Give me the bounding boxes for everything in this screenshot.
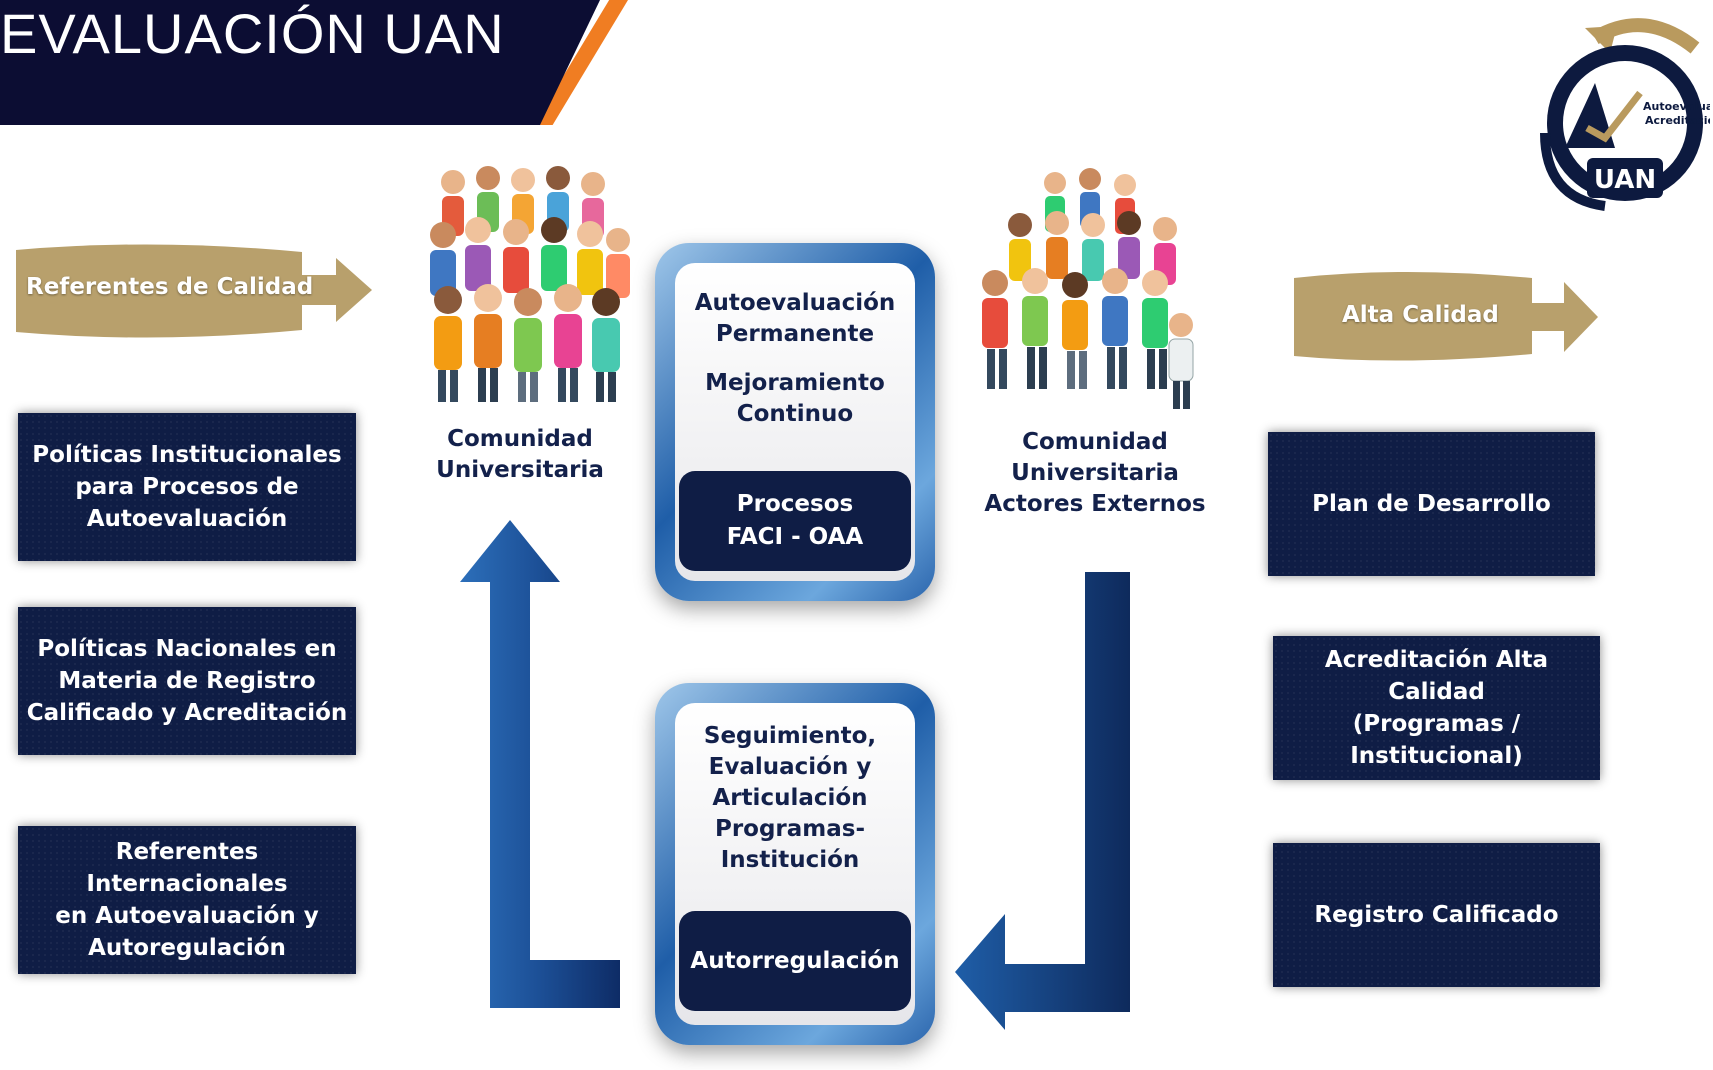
comunidad-actores-externos-label: Comunidad Universitaria Actores Externos <box>984 429 1206 517</box>
referentes-internacionales-box: Referentes Internacionales en Autoevalua… <box>18 826 356 974</box>
people-group-left <box>418 160 638 410</box>
header-banner <box>0 0 600 125</box>
registro-calificado-box: Registro Calificado <box>1273 843 1600 987</box>
down-left-arrow <box>955 572 1135 1032</box>
politicas-nacionales-box: Políticas Nacionales en Materia de Regis… <box>18 607 356 755</box>
referentes-calidad-tag: Referentes de Calidad <box>14 240 374 345</box>
politicas-institucionales-box: Políticas Institucionales para Procesos … <box>18 413 356 561</box>
alta-calidad-tag: Alta Calidad <box>1292 268 1602 368</box>
up-arrow <box>460 520 630 1010</box>
acreditacion-alta-calidad-box: Acreditación Alta Calidad (Programas / I… <box>1273 636 1600 780</box>
comunidad-universitaria-label: Comunidad Universitaria <box>436 426 604 483</box>
procesos-faci-oaa-box: Procesos FACI - OAA <box>679 471 911 571</box>
people-group-right <box>975 165 1200 415</box>
page-title: EVALUACIÓN UAN <box>0 2 505 65</box>
mejoramiento-continuo-text: Mejoramiento Continuo <box>705 370 885 427</box>
seguimiento-frame: Seguimiento, Evaluación y Articulación P… <box>655 683 935 1045</box>
autoevaluacion-permanente-text: Autoevaluación Permanente <box>694 290 896 347</box>
seguimiento-text: Seguimiento, Evaluación y Articulación P… <box>703 723 877 873</box>
logo-text-line2: Acreditación <box>1645 114 1710 127</box>
logo-brand: UAN <box>1594 165 1656 195</box>
plan-desarrollo-box: Plan de Desarrollo <box>1268 432 1595 576</box>
uan-logo: Autoevaluación Acreditación UAN <box>1525 8 1713 218</box>
autorregulacion-box: Autorregulación <box>679 911 911 1011</box>
alta-calidad-label: Alta Calidad <box>1342 302 1499 328</box>
referentes-calidad-label: Referentes de Calidad <box>26 274 314 300</box>
logo-text-line1: Autoevaluación <box>1643 100 1710 113</box>
autoevaluacion-frame: Autoevaluación Permanente Mejoramiento C… <box>655 243 935 601</box>
